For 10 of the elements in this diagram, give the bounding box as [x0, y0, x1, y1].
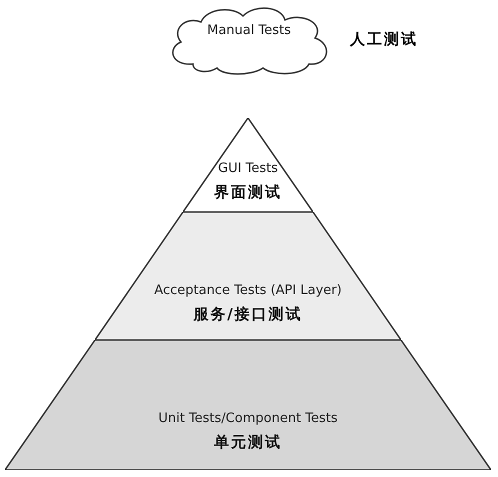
- pyramid-band: [95, 212, 401, 340]
- chinese-label: 界面测试: [214, 183, 282, 202]
- band-label: Acceptance Tests (API Layer): [154, 282, 342, 299]
- band-label: GUI Tests: [218, 160, 278, 177]
- chinese-label: 单元测试: [214, 433, 282, 452]
- band-label: Unit Tests/Component Tests: [158, 410, 338, 427]
- band-label: Manual Tests: [207, 22, 291, 38]
- pyramid-band: [5, 340, 491, 470]
- chinese-label: 人工测试: [350, 30, 418, 49]
- chinese-label: 服务/接口测试: [193, 305, 303, 324]
